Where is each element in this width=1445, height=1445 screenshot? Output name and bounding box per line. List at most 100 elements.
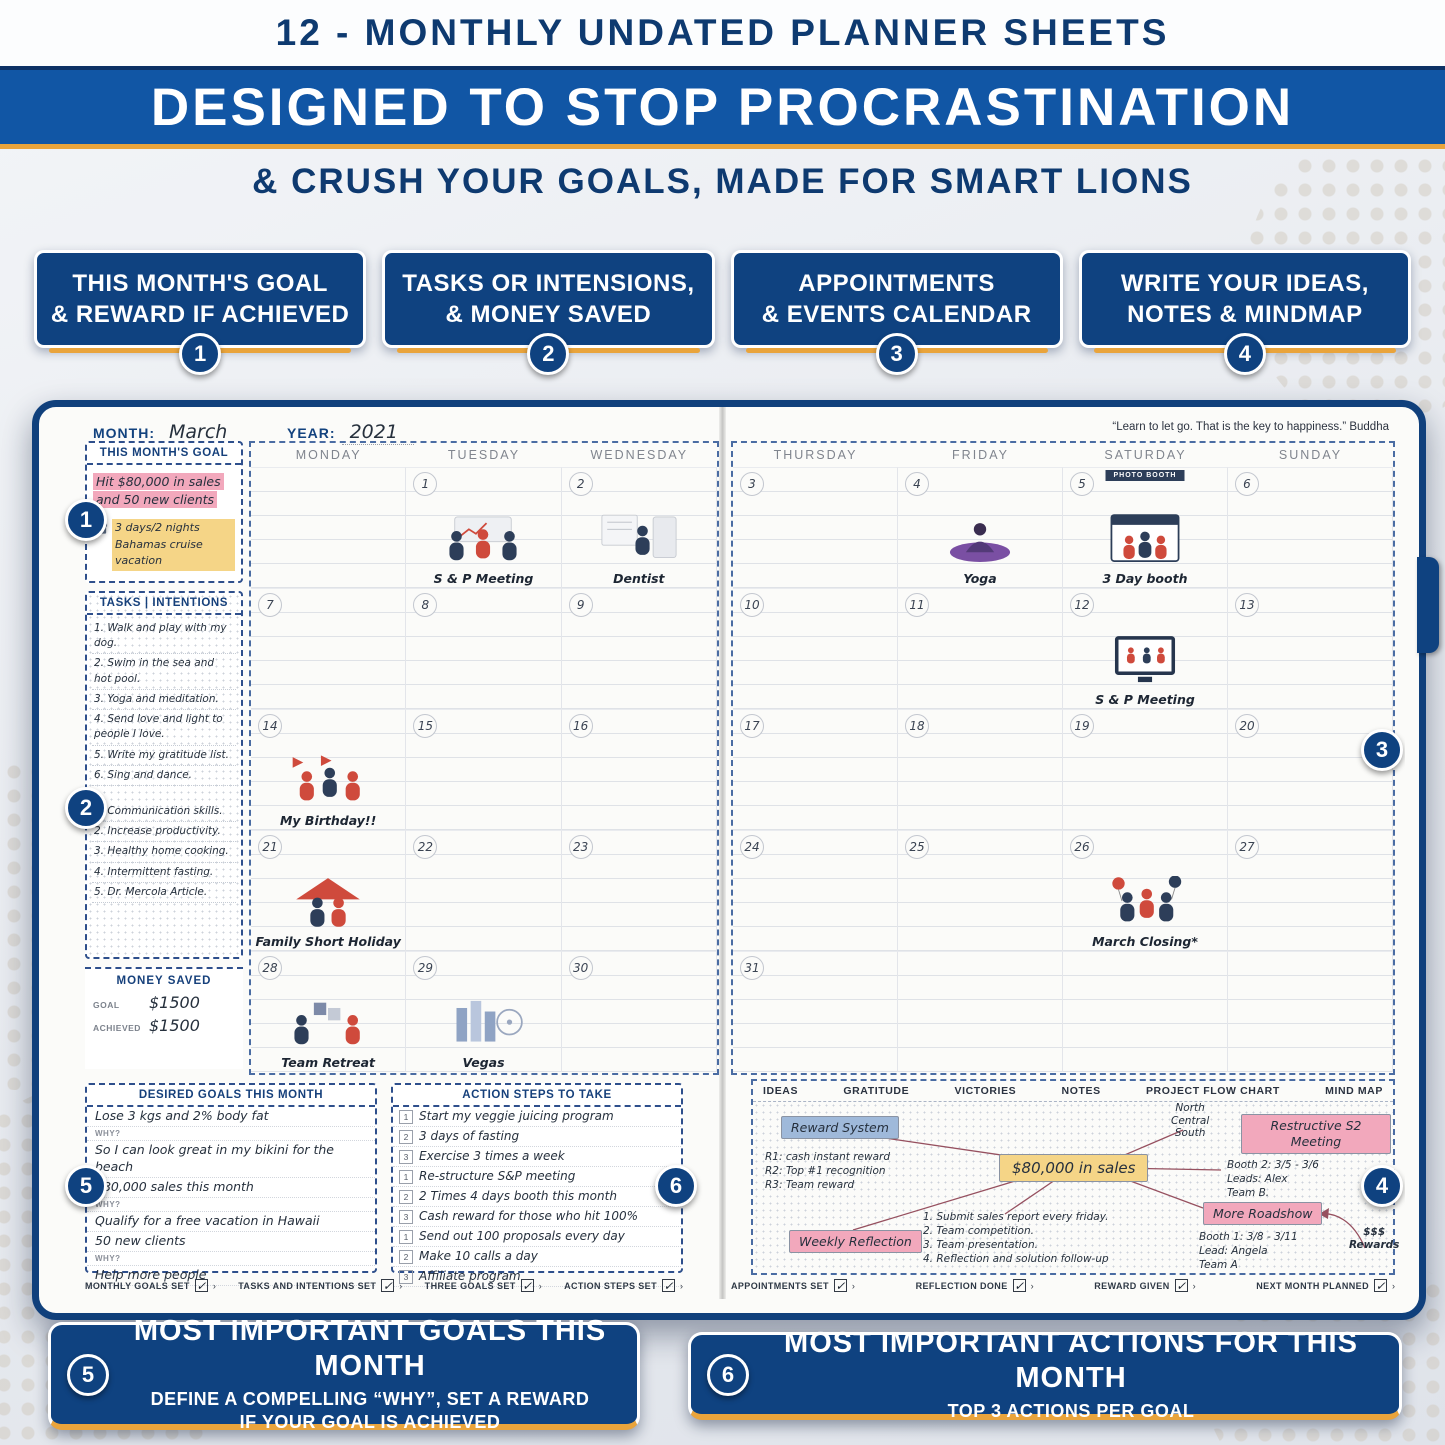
yoga-illustration: [898, 513, 1062, 570]
check-label: REWARD GIVEN: [1094, 1280, 1170, 1291]
day-number: 3: [740, 472, 764, 496]
right-footer-checklist: APPOINTMENTS SET✓›REFLECTION DONE✓›REWAR…: [731, 1279, 1395, 1292]
money-goal-label: GOAL: [93, 1000, 120, 1010]
check-label: REFLECTION DONE: [915, 1280, 1008, 1291]
task-item: 4. Send love and light to people I love.: [92, 710, 236, 746]
weekly-reflection-label: Weekly Reflection: [799, 1234, 912, 1249]
feature-number-badge: 1: [179, 333, 222, 375]
mindmap-node-restructive: Restructive S2 Meeting: [1241, 1114, 1391, 1154]
booth-illustration: [1063, 513, 1227, 570]
weekday-header: MONDAY: [295, 448, 362, 462]
action-step-text: Make 10 calls a day: [419, 1248, 538, 1263]
tasks-list-2: 1. Communication skills.2. Increase prod…: [92, 802, 236, 904]
feature-number-badge: 4: [1223, 333, 1266, 375]
rewards-note: $$$ Rewards: [1349, 1226, 1400, 1251]
restructive-item: Leads: Alex: [1227, 1173, 1288, 1185]
action-step-number: 3: [399, 1269, 413, 1284]
callout-actions-subtitle: TOP 3 ACTIONS PER GOAL: [947, 1400, 1195, 1421]
planner-badge-1: 1: [65, 499, 107, 541]
calendar-day-cell: [1063, 951, 1228, 1072]
event-label: S & P Meeting: [1095, 692, 1195, 707]
calendar-day-cell: 23: [561, 830, 717, 951]
action-step-number: 2: [399, 1189, 413, 1204]
money-goal-row: GOAL $1500: [85, 991, 243, 1014]
day-number: 23: [568, 835, 593, 859]
mindmap-center-node: $80,000 in sales: [999, 1154, 1149, 1182]
goal-box: THIS MONTH'S GOAL Hit $80,000 in sales a…: [85, 441, 243, 583]
year-value: 2021: [341, 421, 414, 445]
planner-spread: MONTH: March YEAR: 2021 “Learn to let go…: [32, 400, 1439, 1320]
mindmap-node-weekly-reflection: Weekly Reflection: [789, 1230, 922, 1253]
closing-illustration: [1063, 875, 1227, 933]
reflection-item: 4. Reflection and solution follow-up: [923, 1253, 1109, 1265]
day-number: 31: [740, 956, 764, 980]
feature-number-badge: 3: [875, 333, 918, 375]
money-saved-title: MONEY SAVED: [116, 975, 212, 987]
checkbox-icon: ✓: [833, 1278, 847, 1293]
event-label: Family Short Holiday: [255, 934, 401, 949]
tasks-list-1: 1. Walk and play with my dog.2. Swim in …: [92, 619, 236, 786]
callout-goals-title: MOST IMPORTANT GOALS THIS MONTH: [133, 1315, 607, 1383]
calendar-day-cell: 7: [251, 588, 407, 709]
action-step-text: 3 days of fasting: [419, 1128, 520, 1143]
day-number: 2: [568, 472, 593, 496]
footer-check-item: NEXT MONTH PLANNED✓›: [1256, 1279, 1395, 1292]
calendar-day-cell: 8: [406, 588, 562, 709]
roadshow-item: Booth 1: 3/8 - 3/11: [1199, 1231, 1298, 1243]
callout-actions-title: MOST IMPORTANT ACTIONS FOR THIS MONTH: [784, 1327, 1358, 1394]
year-label: YEAR:: [287, 425, 336, 441]
action-step-number: 3: [399, 1209, 413, 1224]
reward-line: 3 days/2 nights Bahamas cruise vacation: [87, 511, 241, 579]
day-number: 20: [1235, 714, 1259, 738]
day-number: 29: [413, 956, 438, 980]
action-step-number: 1: [399, 1109, 413, 1124]
calendar-day-cell: 12 S & P Meeting: [1063, 588, 1228, 709]
money-achieved-value: $1500: [149, 1016, 200, 1035]
center-goal-label: $80,000 in sales: [1012, 1159, 1136, 1177]
reward-item: R2: Top #1 recognition: [765, 1165, 886, 1177]
task-item: 5. Write my gratitude list.: [92, 746, 236, 766]
roadshow-label: More Roadshow: [1213, 1206, 1313, 1221]
calendar-day-cell: 30: [561, 951, 717, 1072]
check-label: THREE GOALS SET: [424, 1280, 516, 1291]
action-step-number: 1: [399, 1169, 413, 1184]
planner-badge-2: 2: [65, 787, 107, 829]
day-number: 1: [413, 472, 438, 496]
region-note: North Central South: [1171, 1102, 1210, 1139]
calendar-day-cell: [898, 951, 1063, 1072]
mindmap-node-reward-system: Reward System: [781, 1116, 899, 1139]
callout-number-badge-5: 5: [67, 1353, 109, 1396]
calendar-day-cell: 19: [1063, 709, 1228, 830]
planner-badge-4: 4: [1361, 1165, 1403, 1207]
day-number: 12: [1070, 593, 1094, 617]
chevron-right-icon: ›: [1192, 1280, 1196, 1291]
task-item: 1. Communication skills.: [92, 802, 236, 823]
weekday-header: FRIDAY: [952, 448, 1009, 462]
bookmark-tab: [1417, 557, 1439, 653]
check-label: TASKS AND INTENTIONS SET: [238, 1280, 377, 1291]
mindmap-node-roadshow: More Roadshow: [1203, 1202, 1323, 1225]
day-number: 30: [568, 956, 593, 980]
calendar-day-cell: [1228, 951, 1393, 1072]
money-saved-box: MONEY SAVED GOAL $1500 ACHIEVED $1500: [85, 967, 243, 1069]
day-number: 9: [568, 593, 593, 617]
task-item: 3. Yoga and meditation.: [92, 690, 236, 711]
tasks-box: TASKS | INTENTIONS 1. Walk and play with…: [85, 591, 243, 959]
